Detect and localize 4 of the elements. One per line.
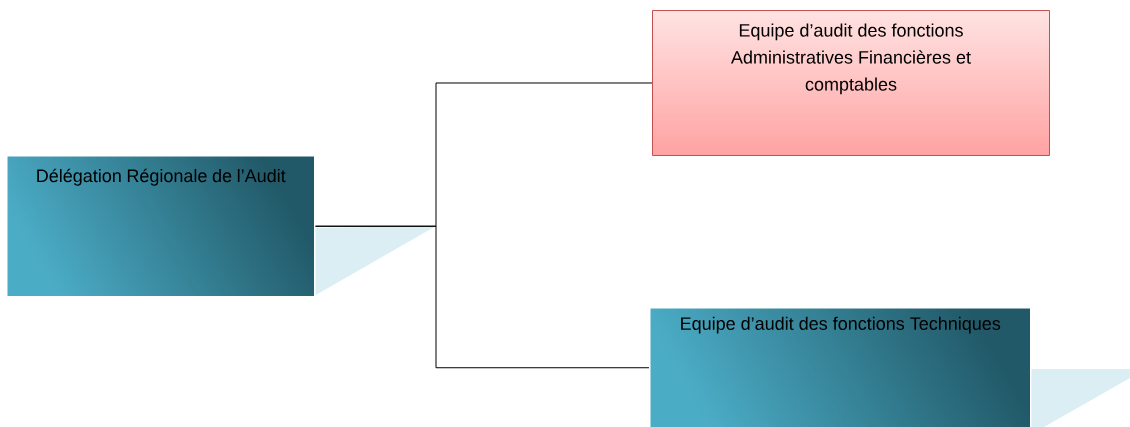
connector-line — [315, 225, 650, 369]
org-box: Délégation Régionale de l’Audit — [6, 155, 316, 298]
org-box: Equipe d’audit des fonctions Administratives Financières et comptables — [652, 10, 1050, 156]
org-box: Equipe d’audit des fonctions Techniques — [649, 307, 1032, 427]
